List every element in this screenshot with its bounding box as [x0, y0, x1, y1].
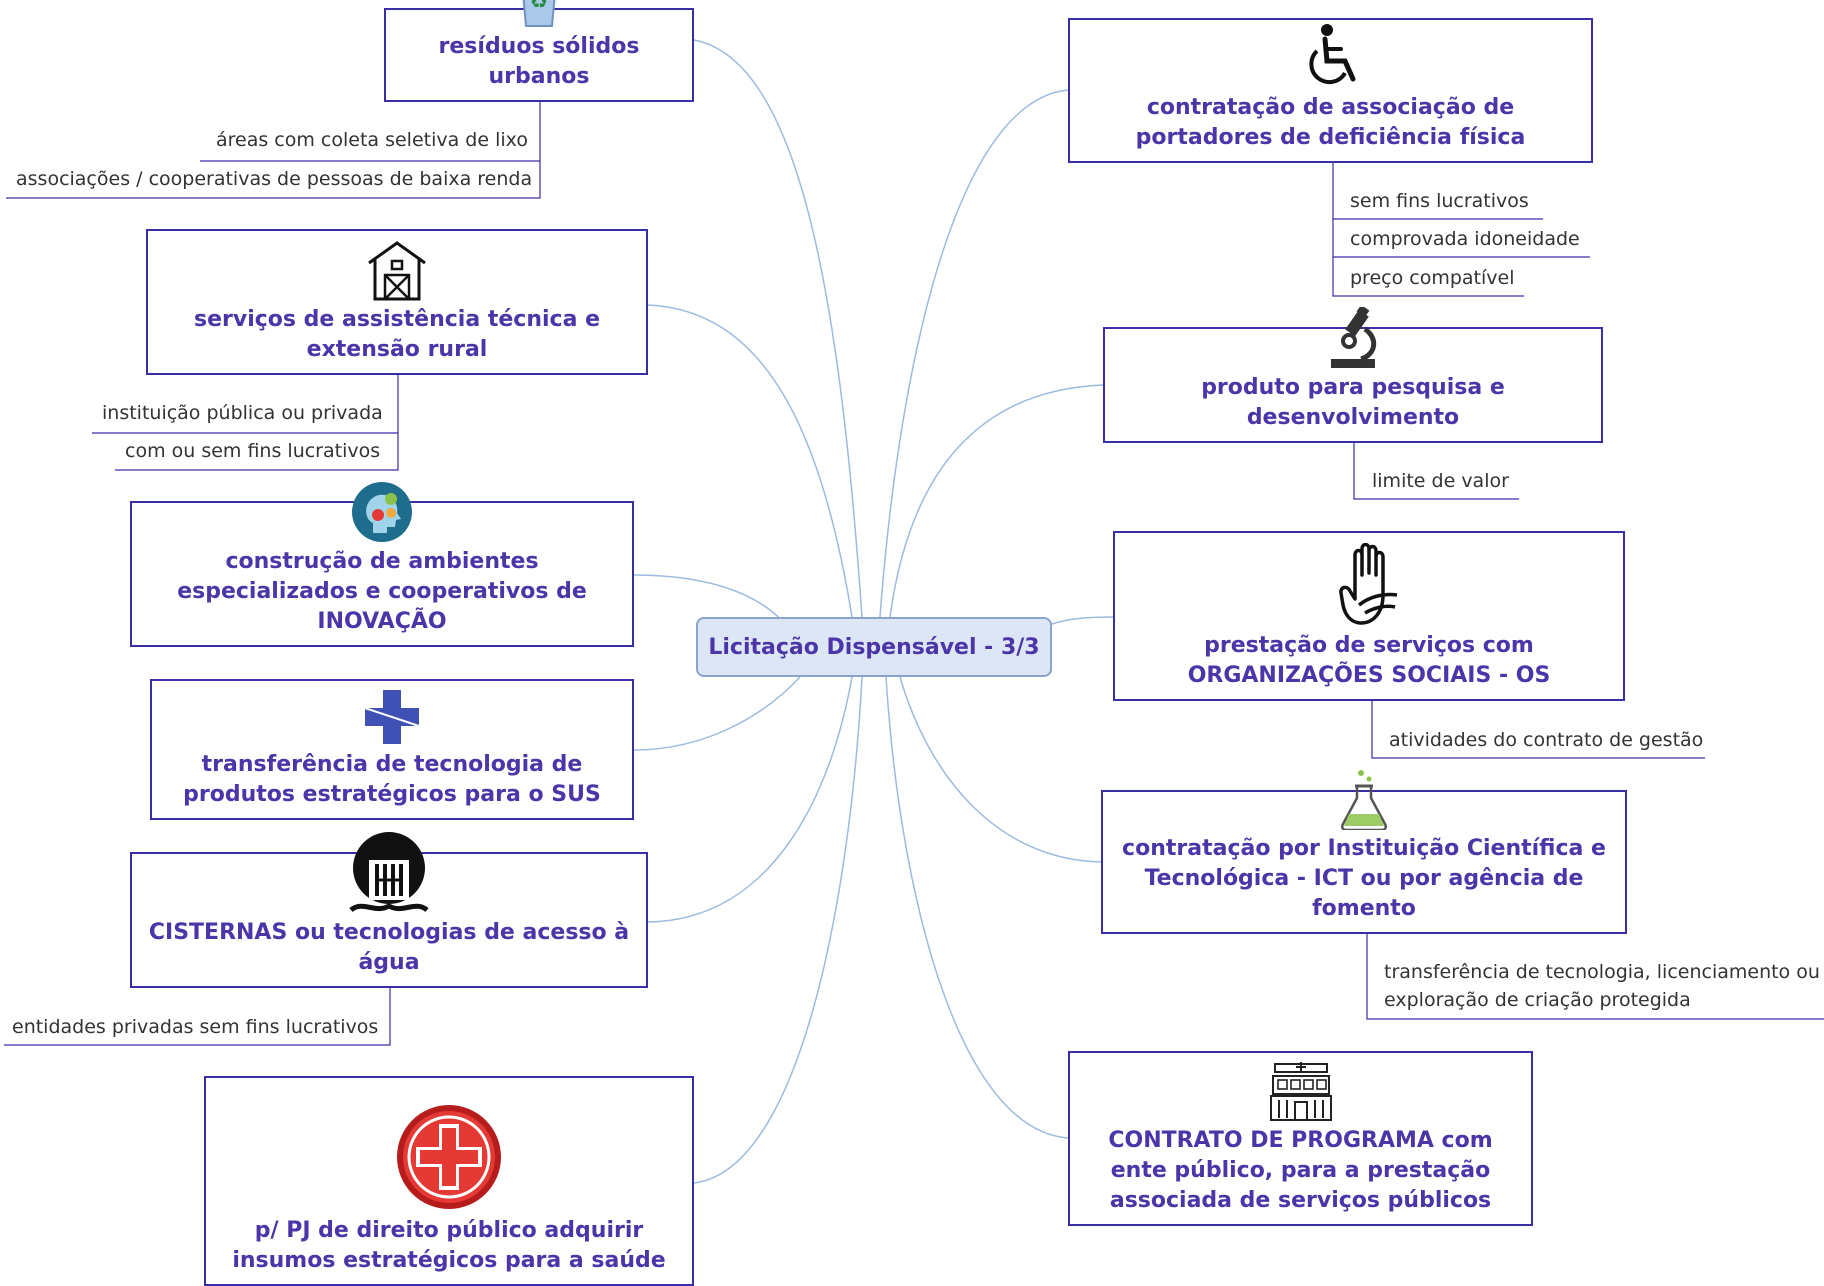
- subtopic: comprovada idoneidade: [1350, 228, 1580, 250]
- subtopic: entidades privadas sem fins lucrativos: [12, 1016, 379, 1038]
- recycle-bin-icon: ♻: [514, 0, 564, 28]
- subtopic: limite de valor: [1372, 470, 1509, 492]
- subtopic: instituição pública ou privada: [102, 402, 383, 424]
- subtopic: transferência de tecnologia, licenciamen…: [1384, 961, 1820, 1011]
- topic-label: construção de ambientes especializados e…: [177, 549, 587, 634]
- svg-text:♻: ♻: [530, 0, 548, 13]
- topic-pesquisa-desenvolvimento[interactable]: produto para pesquisa e desenvolvimento: [1103, 304, 1603, 443]
- topic-transferencia-sus[interactable]: transferência de tecnologia de produtos …: [150, 679, 634, 820]
- subtopic: sem fins lucrativos: [1350, 190, 1529, 212]
- topic-label: contratação de associação de portadores …: [1135, 95, 1526, 150]
- subtopic: preço compatível: [1350, 267, 1515, 289]
- topic-label: contratação por Instituição Científica e…: [1122, 836, 1606, 921]
- topic-ict-fomento[interactable]: contratação por Instituição Científica e…: [1101, 770, 1627, 934]
- subtopic: com ou sem fins lucrativos: [125, 440, 381, 462]
- hospital-building-icon: [1269, 1062, 1333, 1122]
- topic-residuos-solidos[interactable]: ♻ resíduos sólidos urbanos: [384, 0, 694, 102]
- topic-label: produto para pesquisa e desenvolvimento: [1201, 375, 1505, 430]
- topic-deficiencia-fisica[interactable]: contratação de associação de portadores …: [1068, 18, 1593, 163]
- topic-label: prestação de serviços com ORGANIZAÇÕES S…: [1187, 633, 1551, 688]
- topic-label: CONTRATO DE PROGRAMA com ente público, p…: [1108, 1128, 1493, 1213]
- topic-cisternas[interactable]: CISTERNAS ou tecnologias de acesso à águ…: [130, 832, 648, 988]
- central-topic-label: Licitação Dispensável - 3/3: [708, 634, 1040, 660]
- topic-label: transferência de tecnologia de produtos …: [183, 752, 601, 807]
- medical-cross-icon: [363, 688, 421, 746]
- topic-contrato-programa[interactable]: CONTRATO DE PROGRAMA com ente público, p…: [1068, 1051, 1533, 1226]
- subtopic: atividades do contrato de gestão: [1389, 729, 1704, 751]
- wheelchair-icon: [1299, 23, 1363, 89]
- subtopic: áreas com coleta seletiva de lixo: [216, 129, 528, 151]
- topic-label: resíduos sólidos urbanos: [438, 34, 640, 89]
- cistern-icon: [347, 830, 431, 914]
- subtopic: associações / cooperativas de pessoas de…: [16, 168, 533, 190]
- barn-icon: [365, 239, 429, 301]
- topic-label: p/ PJ de direito público adquirir insumo…: [232, 1218, 666, 1273]
- topic-insumos-saude[interactable]: p/ PJ de direito público adquirir insumo…: [204, 1076, 694, 1286]
- topic-assistencia-tecnica[interactable]: serviços de assistência técnica e extens…: [146, 229, 648, 375]
- head-gears-icon: [351, 481, 413, 543]
- topic-ambientes-inovacao[interactable]: construção de ambientes especializados e…: [130, 482, 634, 647]
- red-cross-button-icon: [394, 1102, 504, 1212]
- topic-label: serviços de assistência técnica e extens…: [194, 307, 600, 362]
- microscope-icon: [1327, 304, 1379, 369]
- hands-icon: [1339, 542, 1399, 627]
- flask-icon: [1339, 768, 1389, 832]
- topic-label: CISTERNAS ou tecnologias de acesso à águ…: [148, 920, 630, 975]
- topic-organizacoes-sociais[interactable]: prestação de serviços com ORGANIZAÇÕES S…: [1113, 531, 1625, 701]
- central-topic[interactable]: Licitação Dispensável - 3/3: [696, 617, 1052, 677]
